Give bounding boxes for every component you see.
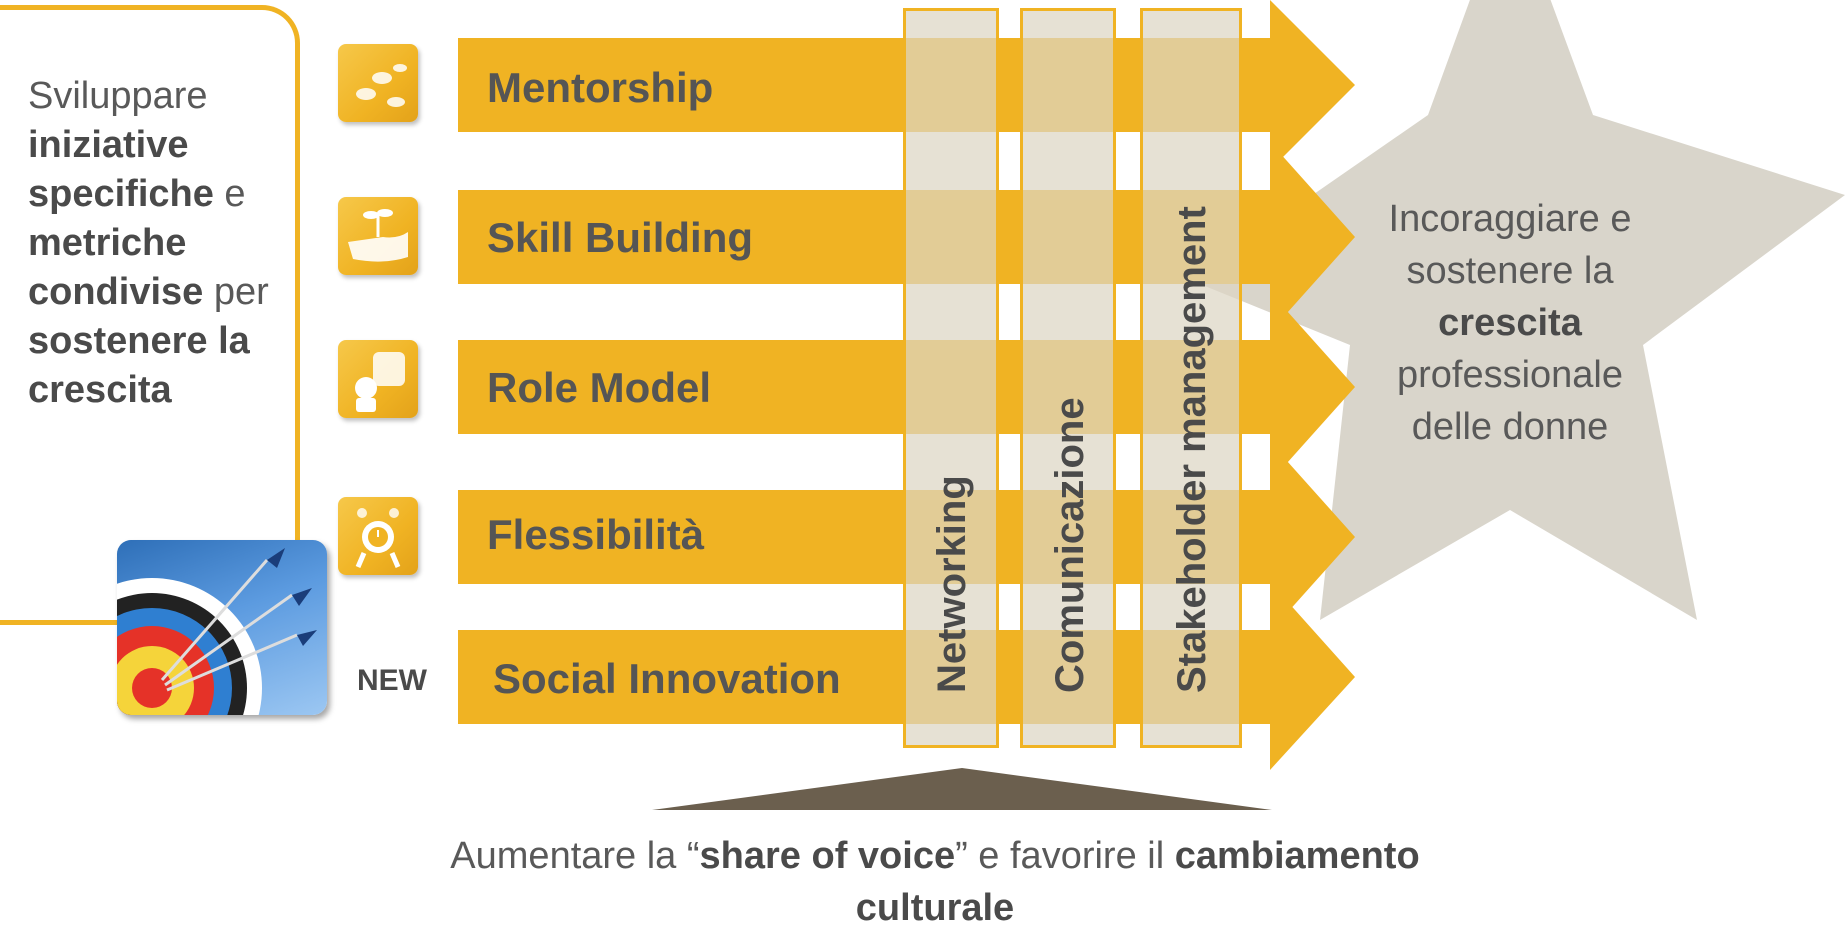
hand-sprout-icon	[338, 197, 418, 275]
bottom-text-part: cambiamento culturale	[855, 835, 1420, 929]
clock-person-icon	[338, 497, 418, 575]
bottom-text-part: ” e favorire il	[955, 835, 1175, 877]
vbar-label-comunicazione: Comunicazione	[1048, 397, 1092, 693]
left-text-part: metriche condivise	[28, 222, 204, 313]
left-text-part: Sviluppare	[28, 75, 208, 117]
left-panel-text: Sviluppare iniziative specifiche e metri…	[28, 72, 298, 415]
new-badge: NEW	[357, 664, 427, 697]
arrow-label-social-innovation: Social Innovation	[493, 655, 841, 702]
vbar-stakeholder	[1140, 8, 1242, 748]
vbar-label-stakeholder: Stakeholder management	[1170, 206, 1214, 693]
vbar-networking	[903, 8, 999, 748]
arrow-label-skill-building: Skill Building	[487, 214, 754, 261]
arrow-label-role-model: Role Model	[487, 364, 712, 411]
target-arrows-icon	[117, 540, 327, 715]
left-text-part: e	[213, 173, 246, 215]
role-model-icon	[338, 340, 418, 418]
arrow-label-mentorship: Mentorship	[487, 64, 714, 111]
vbar-label-networking: Networking	[930, 475, 974, 693]
seeds-icon	[338, 44, 418, 122]
star-text-part: Incoraggiare e sostenere la	[1388, 198, 1632, 292]
left-text-part: sostenere la crescita	[28, 320, 250, 411]
arrow-label-flessibilita: Flessibilità	[487, 511, 705, 558]
left-text-part: per	[203, 271, 269, 313]
star-text-part: professionale delle donne	[1396, 354, 1624, 448]
bottom-text-part: share of voice	[699, 835, 956, 877]
left-text-part: iniziative specifiche	[28, 124, 214, 215]
star-text-part: crescita	[1438, 302, 1582, 344]
bottom-text-part: Aumentare la “	[450, 835, 700, 877]
bottom-text: Aumentare la “share of voice” e favorire…	[380, 830, 1490, 934]
goal-star-shape	[1190, 0, 1845, 620]
vbar-comunicazione	[1020, 8, 1116, 748]
star-text: Incoraggiare e sostenere la crescita pro…	[1360, 193, 1660, 453]
